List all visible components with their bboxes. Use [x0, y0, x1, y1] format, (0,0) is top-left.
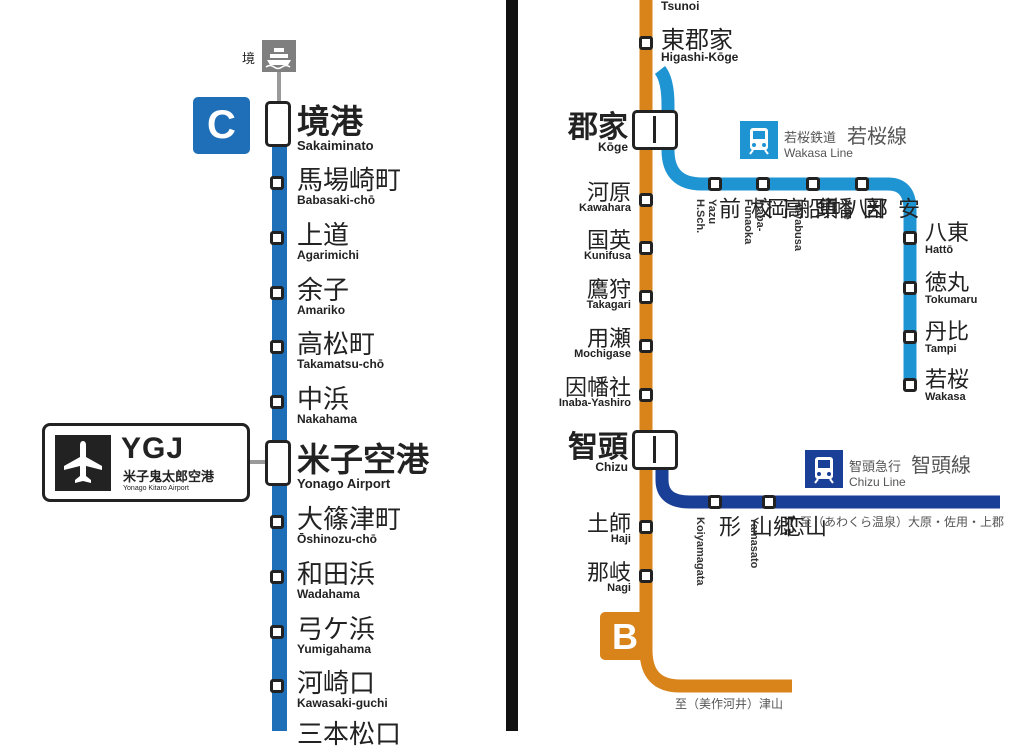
- station-tsunoi-label: Tsunoi: [661, 0, 700, 13]
- station-marker: [270, 570, 284, 584]
- station-marker: [855, 177, 869, 191]
- station-marker: [903, 330, 917, 344]
- station-marker-divider: [653, 436, 656, 463]
- station-marker-major: [265, 101, 291, 147]
- main-line-destination: 至（美作河井）津山: [675, 697, 784, 711]
- airplane-icon: [55, 435, 111, 491]
- station-marker: [903, 281, 917, 295]
- line-badge-c: C: [193, 97, 250, 154]
- wakasa-line-path: [654, 65, 917, 385]
- station-marker: [639, 241, 653, 255]
- ferry-label: 境: [242, 52, 256, 67]
- station-marker-major: [265, 440, 291, 486]
- airport-box: YGJ 米子鬼太郎空港 Yonago Kitaro Airport: [42, 423, 250, 502]
- station-marker: [639, 339, 653, 353]
- line-badge-b: B: [600, 612, 650, 660]
- chizu-line-destination: 至（あわくら温泉）大原・佐用・上郡: [800, 515, 1005, 529]
- panel-divider: [506, 0, 518, 731]
- station-marker: [708, 495, 722, 509]
- station-marker-divider: [653, 116, 656, 143]
- station-marker: [756, 177, 770, 191]
- right-panel: B Tsunoi 東郡家 Higashi-Kōge 郡家 Kōge 河原 Kaw…: [518, 0, 1024, 731]
- station-marker: [806, 177, 820, 191]
- station-marker: [762, 495, 776, 509]
- chizu-line-path: [655, 460, 1000, 509]
- station-marker: [639, 193, 653, 207]
- station-marker: [270, 286, 284, 300]
- left-panel: 境 C YGJ 米子鬼太郎空港 Yonago Kitaro Airport 境港…: [0, 0, 506, 750]
- airport-code: YGJ: [121, 432, 185, 465]
- station-marker-major: [632, 430, 678, 470]
- station-marker: [639, 290, 653, 304]
- station-marker: [270, 395, 284, 409]
- train-icon: [805, 450, 843, 488]
- ferry-icon: [262, 40, 296, 72]
- station-marker: [639, 388, 653, 402]
- station-marker: [270, 515, 284, 529]
- station-marker: [270, 679, 284, 693]
- station-marker: [270, 340, 284, 354]
- train-icon: [740, 121, 778, 159]
- station-marker: [639, 520, 653, 534]
- station-marker: [639, 36, 653, 50]
- airport-name-en: Yonago Kitaro Airport: [123, 485, 189, 492]
- station-marker: [270, 625, 284, 639]
- station-marker: [708, 177, 722, 191]
- station-marker: [903, 231, 917, 245]
- station-marker: [270, 176, 284, 190]
- station-marker: [903, 378, 917, 392]
- station-marker: [639, 569, 653, 583]
- route-line-c: [272, 120, 287, 731]
- airport-name-jp: 米子鬼太郎空港: [123, 470, 215, 485]
- ferry-connector: [277, 72, 281, 102]
- station-marker: [270, 231, 284, 245]
- airport-connector: [250, 460, 268, 464]
